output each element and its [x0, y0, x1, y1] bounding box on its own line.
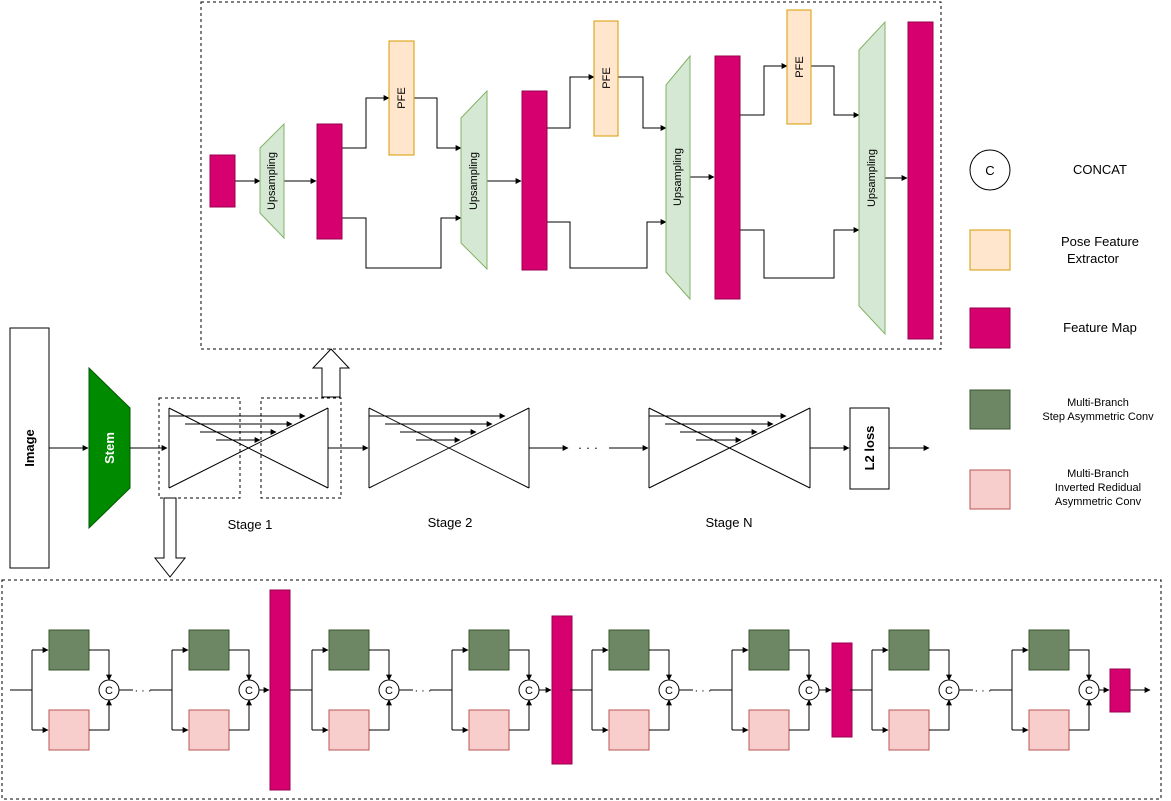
feature-map [521, 90, 548, 271]
pfe-label: PFE [794, 56, 806, 77]
inverted-conv-legend-swatch [969, 469, 1011, 510]
branch-ellipsis: · · · [414, 685, 431, 697]
pfe-label: PFE [396, 87, 408, 108]
upsampling-detail-panel [200, 1, 942, 350]
step-conv-legend-line2: Step Asymmetric Conv [1042, 411, 1154, 423]
step-conv-legend-swatch [969, 389, 1011, 430]
pfe-legend-label-line2: Extractor [1067, 251, 1120, 266]
stage-1-label: Stage 1 [228, 517, 273, 532]
concat-legend-symbol: C [985, 163, 994, 178]
inverted-residual-conv-block [748, 709, 790, 751]
expand-down-arrow-icon [153, 497, 187, 578]
inverted-conv-legend-line1: Multi-Branch [1067, 468, 1129, 480]
concat-symbol: C [105, 685, 113, 697]
concat-symbol: C [945, 685, 953, 697]
step-asymmetric-conv-block [48, 629, 90, 671]
image-input-block [9, 327, 50, 569]
concat-symbol: C [525, 685, 533, 697]
inverted-conv-legend-line2: Inverted Redidual [1055, 482, 1141, 494]
stage-2-label: Stage 2 [428, 515, 473, 530]
upsampling-label: Upsampling [266, 152, 278, 210]
upsampling-label: Upsampling [672, 148, 684, 206]
feature-map-legend-label: Feature Map [1063, 320, 1137, 335]
upsampling-label: Upsampling [468, 152, 480, 210]
upsampling-block [858, 20, 886, 336]
inverted-residual-conv-block [48, 709, 90, 751]
stage-2-block [368, 407, 530, 489]
pfe-legend-swatch [969, 229, 1011, 271]
concat-symbol: C [245, 685, 253, 697]
concat-legend-label: CONCAT [1073, 162, 1127, 177]
feature-map [907, 21, 934, 340]
upsampling-block [460, 89, 488, 271]
pfe-block [593, 20, 619, 137]
step-asymmetric-conv-block [468, 629, 510, 671]
l2-loss-block [849, 407, 890, 490]
feature-map-legend-swatch [969, 307, 1011, 349]
step-asymmetric-conv-block [608, 629, 650, 671]
upsampling-block [665, 54, 691, 301]
upsampling-label: Upsampling [866, 149, 878, 207]
step-asymmetric-conv-block [328, 629, 370, 671]
stage-1-block [158, 397, 342, 499]
stage-ellipsis: · · · [578, 440, 598, 455]
feature-map [1109, 668, 1131, 713]
concat-symbol: C [1085, 685, 1093, 697]
concat-symbol: C [665, 685, 673, 697]
branch-ellipsis: · · · [694, 685, 711, 697]
inverted-residual-conv-block [468, 709, 510, 751]
expand-up-arrow-icon [311, 348, 351, 398]
inverted-residual-conv-block [328, 709, 370, 751]
branch-ellipsis: · · · [974, 685, 991, 697]
legend: C CONCAT Pose Feature Extractor Feature … [969, 149, 1154, 510]
stage-n-label: Stage N [706, 515, 753, 530]
pfe-block [786, 9, 812, 125]
feature-map [714, 55, 741, 300]
inverted-residual-conv-block [1028, 709, 1070, 751]
pfe-label: PFE [601, 67, 613, 88]
step-asymmetric-conv-block [188, 629, 230, 671]
step-conv-legend-line1: Multi-Branch [1067, 397, 1129, 409]
step-asymmetric-conv-block [888, 629, 930, 671]
stem-label: Stem [102, 432, 117, 464]
inverted-residual-conv-block [608, 709, 650, 751]
stage-detail-panel [1, 579, 1162, 800]
inverted-conv-legend-line3: Asymmetric Conv [1055, 496, 1142, 508]
upsampling-block [259, 122, 285, 240]
concat-symbol: C [805, 685, 813, 697]
pfe-legend-label-line1: Pose Feature [1061, 234, 1139, 249]
image-label: Image [22, 429, 37, 467]
feature-map [551, 615, 573, 765]
step-asymmetric-conv-block [748, 629, 790, 671]
concat-symbol: C [385, 685, 393, 697]
concat-legend-icon [969, 149, 1011, 191]
l2-loss-label: L2 loss [862, 426, 877, 471]
step-asymmetric-conv-block [1028, 629, 1070, 671]
inverted-residual-conv-block [888, 709, 930, 751]
pfe-block [388, 40, 415, 156]
feature-map [209, 154, 236, 208]
feature-map [269, 589, 291, 791]
branch-ellipsis: · · · [134, 685, 151, 697]
inverted-residual-conv-block [188, 709, 230, 751]
feature-map [316, 123, 343, 240]
stem-block [88, 366, 131, 530]
stage-n-block [648, 407, 811, 489]
feature-map [831, 642, 853, 738]
